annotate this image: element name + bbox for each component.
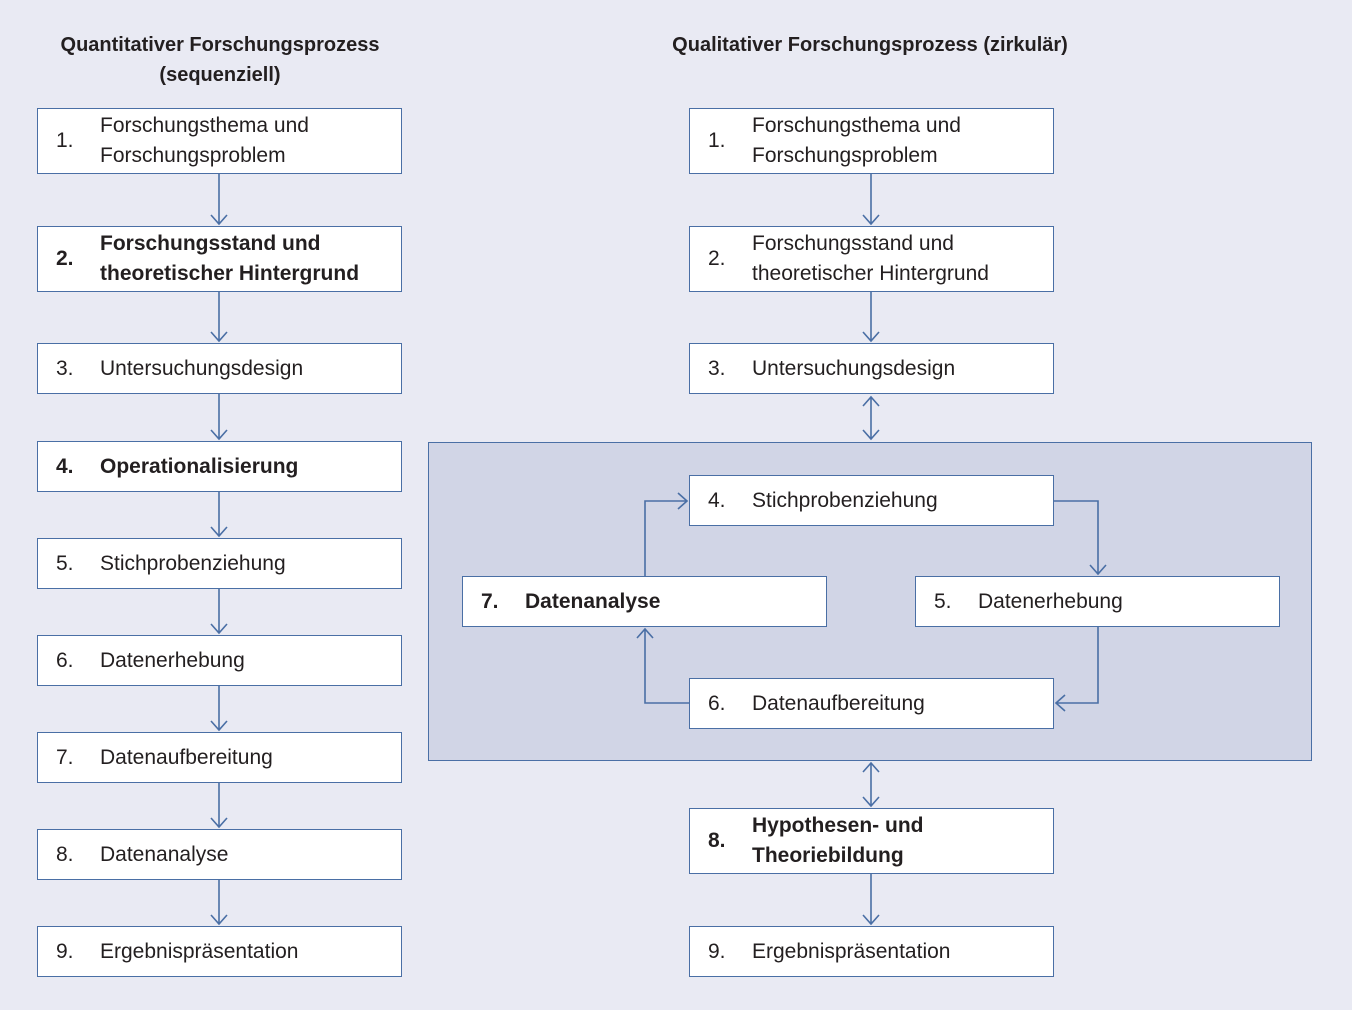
step-number: 2. — [56, 247, 74, 270]
step-number: 1. — [56, 129, 74, 152]
step-label: Stichprobenziehung — [752, 488, 938, 512]
left-step-1: 1. Forschungsthema und Forschungsproblem — [37, 108, 402, 174]
arrow-down — [862, 874, 880, 926]
step-number: 3. — [56, 356, 74, 380]
step-number: 7. — [481, 589, 499, 613]
left-step-9: 9. Ergebnispräsentation — [37, 926, 402, 977]
arrow-down — [210, 880, 228, 926]
right-step-5: 5. Datenerhebung — [915, 576, 1280, 627]
step-label: Datenanalyse — [525, 589, 661, 613]
arrow-down — [210, 492, 228, 538]
arrow-down — [210, 174, 228, 226]
arrow-down — [210, 589, 228, 635]
step-label: Ergebnispräsentation — [752, 939, 951, 963]
step-number: 8. — [56, 842, 74, 866]
step-number: 1. — [708, 129, 726, 152]
step-number: 3. — [708, 356, 726, 380]
step-number: 5. — [56, 551, 74, 575]
step-label: Stichprobenziehung — [100, 551, 286, 575]
arrow-down — [210, 394, 228, 441]
step-label: Datenerhebung — [100, 648, 245, 672]
arrow-down — [862, 174, 880, 226]
right-step-6: 6. Datenaufbereitung — [689, 678, 1054, 729]
step-label: Forschungsstand und theoretischer Hinter… — [100, 232, 360, 285]
left-step-2: 2. Forschungsstand und theoretischer Hin… — [37, 226, 402, 292]
left-step-8: 8. Datenanalyse — [37, 829, 402, 880]
right-step-2: 2. Forschungsstand und theoretischer Hin… — [689, 226, 1054, 292]
left-step-6: 6. Datenerhebung — [37, 635, 402, 686]
double-arrow — [862, 761, 880, 808]
step-label: Datenerhebung — [978, 589, 1123, 613]
right-step-4: 4. Stichprobenziehung — [689, 475, 1054, 526]
left-step-4: 4. Operationalisierung — [37, 441, 402, 492]
step-number: 5. — [934, 589, 952, 613]
arrow-down — [210, 783, 228, 829]
step-number: 9. — [708, 939, 726, 963]
step-label: Forschungsstand und theoretischer Hinter… — [752, 232, 989, 285]
right-step-9: 9. Ergebnispräsentation — [689, 926, 1054, 977]
step-label: Forschungsthema und Forschungsproblem — [100, 114, 309, 167]
step-number: 2. — [708, 247, 726, 270]
right-step-1: 1. Forschungsthema und Forschungsproblem — [689, 108, 1054, 174]
step-label: Forschungsthema und Forschungsproblem — [752, 114, 961, 167]
step-number: 6. — [56, 648, 74, 672]
left-step-3: 3. Untersuchungsdesign — [37, 343, 402, 394]
left-step-5: 5. Stichprobenziehung — [37, 538, 402, 589]
step-label: Datenaufbereitung — [752, 691, 925, 715]
left-step-7: 7. Datenaufbereitung — [37, 732, 402, 783]
step-number: 7. — [56, 745, 74, 769]
right-title: Qualitativer Forschungsprozess (zirkulär… — [672, 34, 1068, 56]
step-number: 8. — [708, 829, 726, 852]
step-label: Ergebnispräsentation — [100, 939, 299, 963]
step-label: Datenanalyse — [100, 842, 229, 866]
left-title: Quantitativer Forschungsprozess (sequenz… — [60, 34, 380, 86]
right-step-7: 7. Datenanalyse — [462, 576, 827, 627]
step-label: Untersuchungsdesign — [100, 356, 304, 380]
step-number: 4. — [56, 454, 74, 478]
step-label: Datenaufbereitung — [100, 745, 273, 769]
step-label: Operationalisierung — [100, 454, 299, 478]
step-number: 9. — [56, 939, 74, 963]
step-number: 4. — [708, 488, 726, 512]
arrow-down — [862, 292, 880, 343]
step-label: Hypothesen- und Theoriebildung — [752, 814, 924, 867]
arrow-down — [210, 292, 228, 343]
double-arrow — [862, 395, 880, 441]
arrow-down — [210, 686, 228, 732]
step-label: Untersuchungsdesign — [752, 356, 956, 380]
right-step-8: 8. Hypothesen- und Theoriebildung — [689, 808, 1054, 874]
right-step-3: 3. Untersuchungsdesign — [689, 343, 1054, 394]
step-number: 6. — [708, 691, 726, 715]
